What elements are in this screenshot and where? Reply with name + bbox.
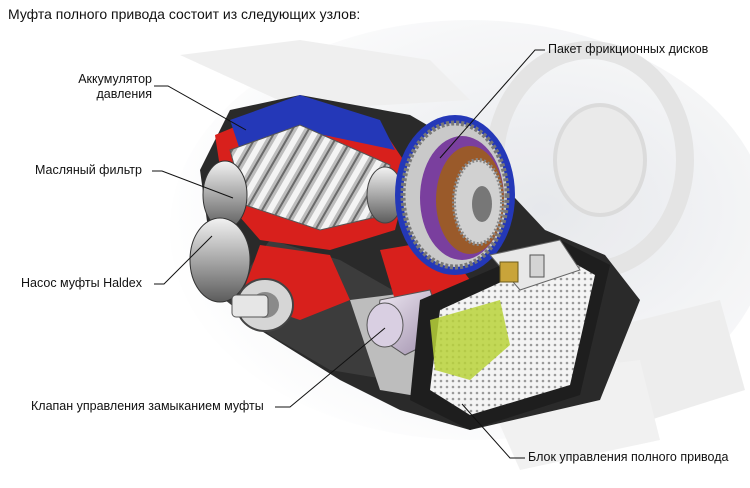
label-accumulator: Аккумулятор давления — [78, 72, 152, 101]
label-control-unit: Блок управления полного привода — [528, 450, 729, 464]
leader-accumulator — [154, 85, 247, 131]
leader-oil-filter — [152, 170, 234, 199]
awd-control-unit — [410, 239, 610, 430]
haldex-pump — [189, 217, 294, 332]
label-oil-filter: Масляный фильтр — [35, 163, 142, 177]
diagram-title: Муфта полного привода состоит из следующ… — [8, 6, 361, 22]
leader-clutch-pack — [439, 49, 545, 159]
label-clutch-pack: Пакет фрикционных дисков — [548, 42, 709, 56]
leader-pump — [154, 235, 213, 285]
friction-disc-pack — [395, 115, 515, 275]
label-valve: Клапан управления замыканием муфты — [31, 399, 264, 413]
leader-control-unit — [461, 403, 525, 459]
leader-lines — [152, 49, 545, 459]
accumulator-spring — [229, 124, 404, 231]
leader-valve — [275, 327, 386, 408]
label-pump: Насос муфты Haldex — [21, 276, 142, 290]
